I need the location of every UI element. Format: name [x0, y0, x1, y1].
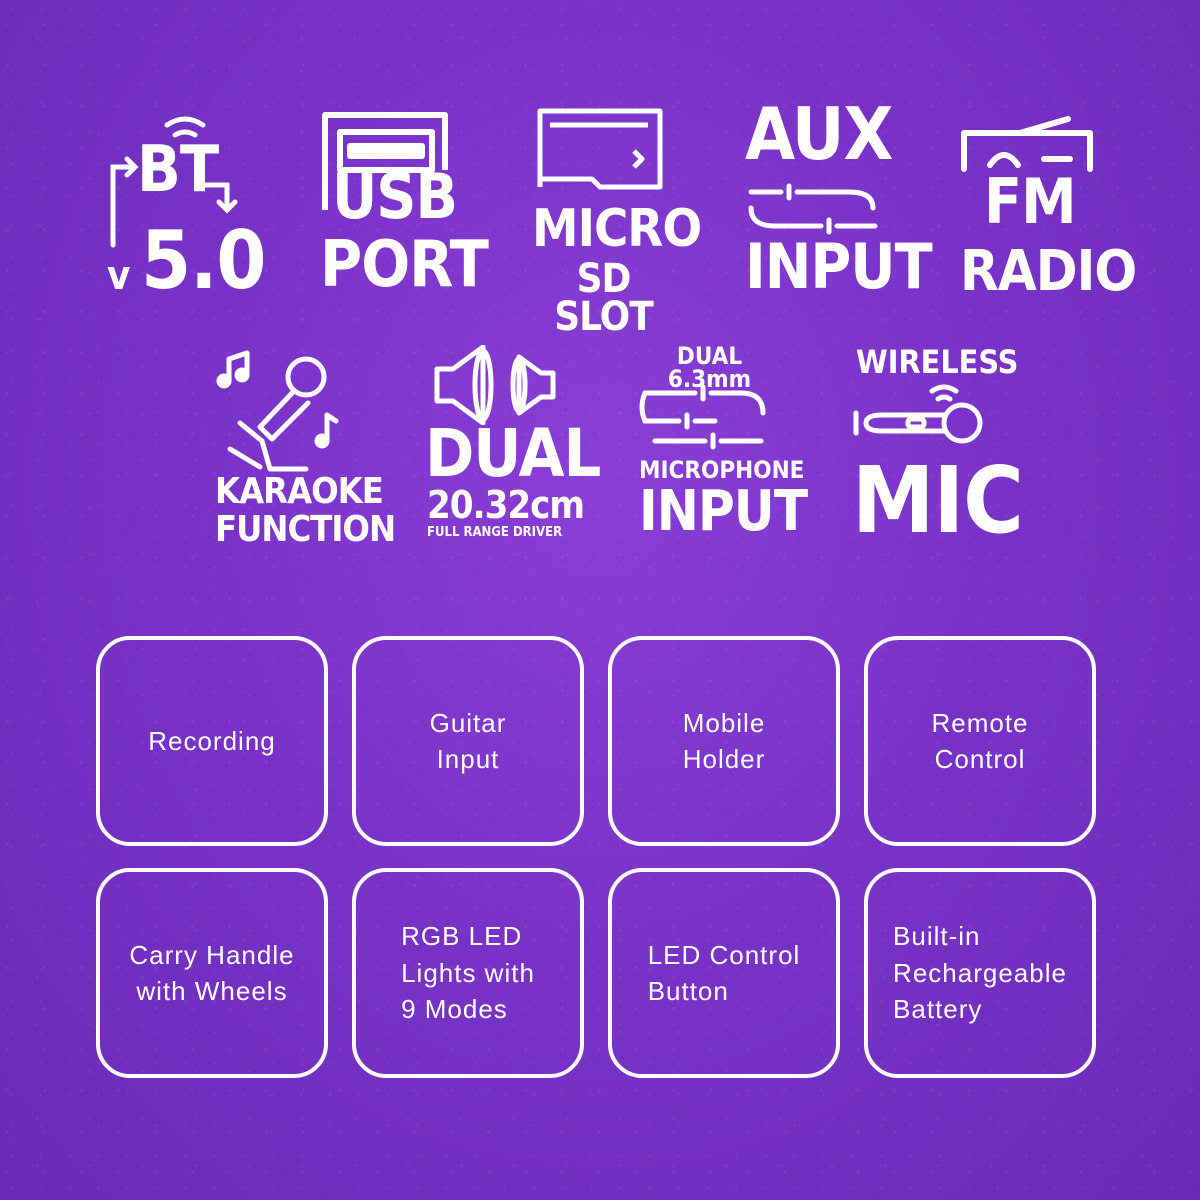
radio-label: RADIO [960, 239, 1137, 304]
port-label: PORT [320, 228, 489, 302]
feature-dual-driver: DUAL 20.32cm FULL RANGE DRIVER [425, 345, 601, 545]
karaoke-label: KARAOKE [215, 471, 384, 512]
feature-box-guitar-input: Guitar Input [352, 636, 584, 846]
aux-input-label: INPUT [745, 230, 933, 303]
dual-63-label: DUAL 6.3mm [667, 342, 752, 393]
wireless-label: WIRELESS [856, 343, 1019, 381]
box-label: LED Control Button [647, 939, 801, 1006]
box-label: Built-in Rechargeable Battery [893, 921, 1067, 1025]
box-label: Remote Control [931, 707, 1029, 774]
bluetooth-icon [110, 116, 238, 248]
box-label: Guitar Input [429, 707, 507, 774]
sd-card-icon [537, 108, 663, 190]
feature-box-carry-handle: Carry Handle with Wheels [96, 868, 328, 1078]
usb-label: USB [332, 160, 458, 233]
bt-version: 5.0 [141, 214, 266, 307]
microphone-label: MICROPHONE [639, 456, 805, 484]
speaker-icon [434, 345, 556, 425]
full-range-label: FULL RANGE DRIVER [427, 525, 563, 540]
feature-box-led-control: LED Control Button [608, 868, 840, 1078]
karaoke-microphone-icon [216, 350, 339, 472]
feature-bluetooth: BT v 5.0 [105, 105, 266, 305]
feature-box-mobile-holder: Mobile Holder [608, 636, 840, 846]
function-label: FUNCTION [215, 509, 396, 550]
dual-label: DUAL [425, 415, 601, 492]
fm-label: FM [984, 165, 1077, 238]
feature-karaoke: KARAOKE FUNCTION [210, 345, 396, 550]
box-label: RGB LED Lights with 9 Modes [401, 921, 535, 1025]
radio-icon [961, 116, 1093, 172]
aux-label: AUX [745, 92, 893, 176]
sd-slot-label: SD SLOT [554, 256, 654, 340]
feature-box-recording: Recording [96, 636, 328, 846]
bt-label: BT [137, 133, 219, 207]
feature-wireless-mic: WIRELESS MIC [852, 345, 1024, 547]
mic-input-label: INPUT [639, 479, 808, 544]
usb-icon [322, 112, 448, 210]
feature-box-remote-control: Remote Control [864, 636, 1096, 846]
box-label: Recording [148, 725, 276, 756]
box-label: Mobile Holder [682, 707, 766, 774]
wireless-mic-icon [853, 384, 983, 444]
feature-box-rgb-lights: RGB LED Lights with 9 Modes [352, 868, 584, 1078]
driver-size-label: 20.32cm [427, 483, 585, 527]
bt-version-prefix: v [107, 253, 130, 299]
feature-mic-input: DUAL 6.3mm MICROPHONE INPUT [635, 342, 808, 545]
feature-fm: FM RADIO [960, 115, 1137, 305]
mic-label: MIC [852, 447, 1024, 554]
jack-cable-icon [639, 384, 766, 450]
micro-label: MICRO [532, 199, 702, 259]
aux-cable-icon [748, 183, 878, 235]
feature-usb: USB PORT [320, 110, 489, 300]
box-label: Carry Handle with Wheels [129, 939, 295, 1006]
feature-box-battery: Built-in Rechargeable Battery [864, 868, 1096, 1078]
feature-microsd: MICRO SD SLOT [530, 105, 702, 337]
feature-aux: AUX INPUT [745, 98, 933, 300]
